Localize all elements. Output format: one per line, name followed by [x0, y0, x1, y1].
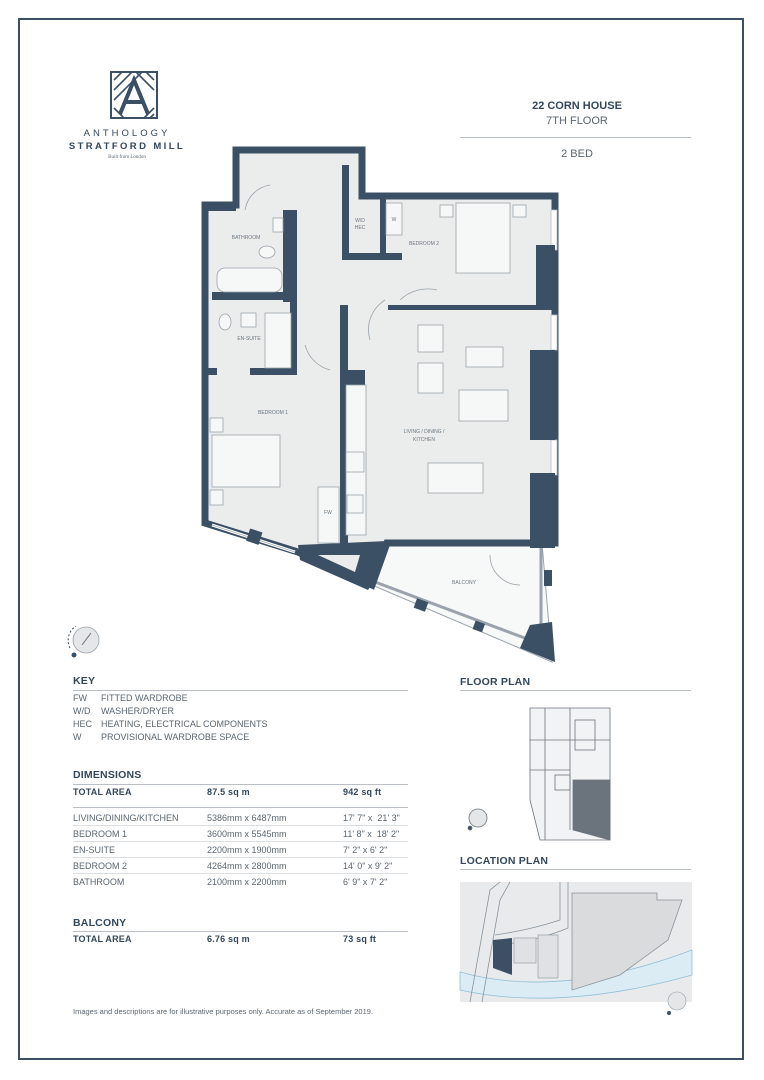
- divider: [460, 690, 691, 691]
- room-metric: 3600mm x 5545mm: [207, 829, 287, 839]
- balcony-title: BALCONY: [73, 917, 127, 929]
- divider: [73, 825, 408, 826]
- disclaimer: Images and descriptions are for illustra…: [73, 1007, 374, 1016]
- key-desc: FITTED WARDROBE: [101, 693, 188, 703]
- balcony-area-metric: 6.76 sq m: [207, 934, 250, 944]
- floor-plan-title: FLOOR PLAN: [460, 676, 531, 688]
- divider: [73, 807, 408, 808]
- label-wd: W/D: [355, 218, 365, 224]
- page-frame: [18, 18, 744, 1060]
- room-metric: 2200mm x 1900mm: [207, 845, 287, 855]
- key-desc: WASHER/DRYER: [101, 706, 175, 716]
- divider: [460, 869, 691, 870]
- room-imperial: 14' 0" x 9' 2": [343, 861, 393, 871]
- room-name: BATHROOM: [73, 877, 125, 887]
- label-bathroom: BATHROOM: [232, 235, 261, 241]
- key-desc: PROVISIONAL WARDROBE SPACE: [101, 732, 250, 742]
- key-desc: HEATING, ELECTRICAL COMPONENTS: [101, 719, 268, 729]
- dimensions-title: DIMENSIONS: [73, 769, 142, 781]
- divider: [73, 857, 408, 858]
- divider: [460, 137, 691, 138]
- total-area-metric: 87.5 sq m: [207, 787, 250, 797]
- key-abbr: FW: [73, 693, 87, 703]
- floor-label: 7TH FLOOR: [546, 115, 608, 127]
- divider: [73, 784, 408, 785]
- balcony-area-imperial: 73 sq ft: [343, 934, 377, 944]
- bed-type: 2 BED: [561, 148, 593, 160]
- label-living-2: KITCHEN: [413, 437, 435, 443]
- divider: [73, 931, 408, 932]
- room-metric: 5386mm x 6487mm: [207, 813, 287, 823]
- label-fw: FW: [324, 510, 332, 516]
- furniture: [209, 202, 527, 544]
- key-abbr: W/D: [73, 706, 91, 716]
- brand-name-line2: STRATFORD MILL: [68, 141, 186, 152]
- floor-plan-diagram: [467, 707, 611, 841]
- room-imperial: 17' 7" x 21' 3": [343, 813, 400, 823]
- room-name: LIVING/DINING/KITCHEN: [73, 813, 179, 823]
- brand-name-line1: ANTHOLOGY: [83, 128, 171, 139]
- key-abbr: W: [73, 732, 82, 742]
- total-area-label: TOTAL AREA: [73, 787, 132, 797]
- room-imperial: 11' 8" x 18' 2": [343, 829, 400, 839]
- label-w: W: [392, 217, 397, 223]
- room-name: EN-SUITE: [73, 845, 116, 855]
- room-metric: 4264mm x 2800mm: [207, 861, 287, 871]
- label-bedroom-1: BEDROOM 1: [258, 410, 288, 416]
- key-abbr: HEC: [73, 719, 93, 729]
- brand-tagline: Built from London: [108, 155, 146, 160]
- room-name: BEDROOM 1: [73, 829, 128, 839]
- room-name: BEDROOM 2: [73, 861, 128, 871]
- location-plan-title: LOCATION PLAN: [460, 855, 549, 867]
- room-metric: 2100mm x 2200mm: [207, 877, 287, 887]
- divider: [73, 873, 408, 874]
- divider: [73, 841, 408, 842]
- divider: [73, 690, 408, 691]
- total-area-imperial: 942 sq ft: [343, 787, 382, 797]
- label-bedroom-2: BEDROOM 2: [409, 241, 439, 247]
- balcony-area-label: TOTAL AREA: [73, 934, 132, 944]
- key-title: KEY: [73, 675, 96, 687]
- unit-title: 22 CORN HOUSE: [532, 100, 622, 112]
- room-imperial: 6' 9" x 7' 2": [343, 877, 388, 887]
- label-balcony: BALCONY: [452, 580, 477, 586]
- label-hec: HEC: [355, 225, 366, 231]
- interior-walls: [205, 165, 555, 548]
- room-imperial: 7' 2" x 6' 2": [343, 845, 388, 855]
- location-plan-map: [459, 881, 693, 1015]
- label-en-suite: EN-SUITE: [237, 336, 261, 342]
- compass-icon: [67, 625, 100, 658]
- logo-icon: [110, 71, 158, 119]
- label-living-1: LIVING / DINING /: [404, 429, 445, 435]
